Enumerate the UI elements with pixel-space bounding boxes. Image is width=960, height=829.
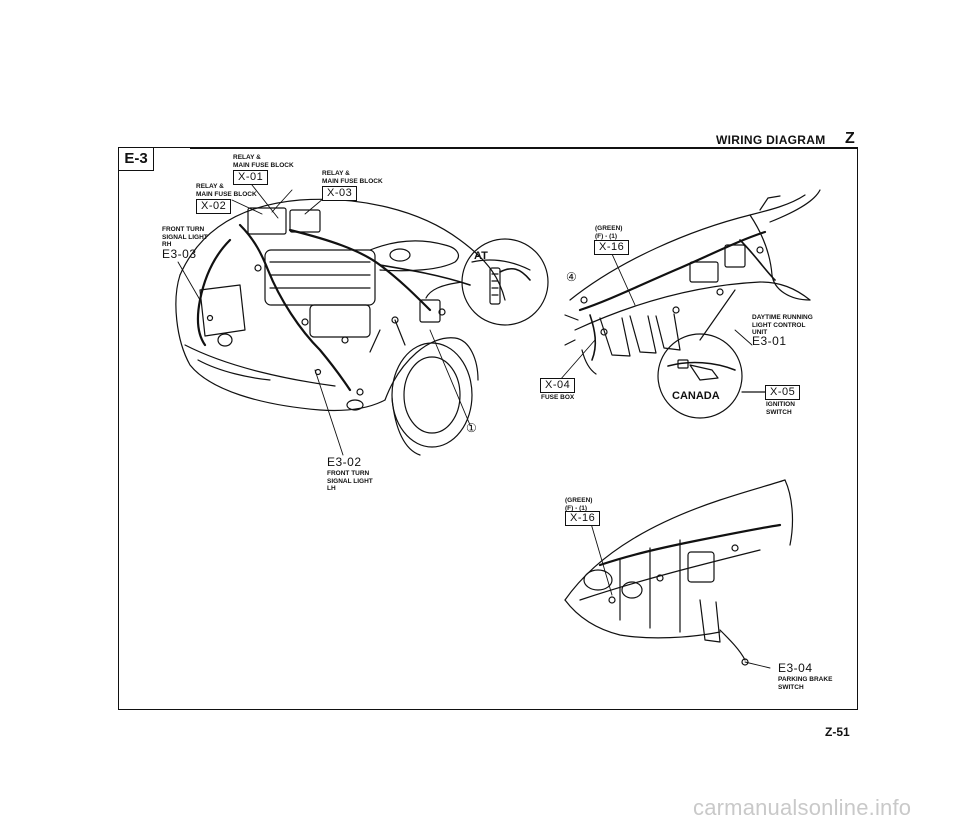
at-inset-label: AT: [474, 250, 488, 262]
engine-leader-lines: [177, 184, 471, 456]
diagram-header-title: WIRING DIAGRAM: [716, 133, 826, 147]
x01-label: RELAY &MAIN FUSE BLOCK: [233, 154, 294, 169]
x16-top-code: X-16: [594, 240, 630, 255]
header-rule: [190, 147, 858, 149]
x03-code: X-03: [322, 186, 358, 201]
x02-label: RELAY &MAIN FUSE BLOCK: [196, 183, 257, 198]
marker-1: ①: [466, 421, 477, 435]
x04-label: FUSE BOX: [541, 394, 575, 401]
page-number: Z-51: [825, 725, 850, 739]
marker-4: ④: [566, 270, 577, 284]
x16-bottom-code: X-16: [565, 511, 601, 526]
engine-bay-drawing: [175, 198, 506, 456]
e301-code: E3-01: [752, 334, 787, 348]
watermark: carmanualsonline.info: [693, 795, 912, 820]
canada-inset-drawing: [657, 289, 766, 419]
x16-bottom-label: (GREEN)(F) - (1): [565, 497, 593, 512]
dash-leader-lines: [559, 253, 753, 381]
canada-inset-label: CANADA: [672, 390, 720, 402]
x02-code: X-02: [196, 199, 232, 214]
diagram-section-letter: Z: [845, 130, 855, 147]
dashboard-drawing: [564, 189, 821, 375]
x03-label: RELAY &MAIN FUSE BLOCK: [322, 170, 383, 185]
x05-code: X-05: [765, 385, 801, 400]
x01-code: X-01: [233, 170, 269, 185]
e303-code: E3-03: [162, 247, 197, 261]
at-inset-drawing: [425, 238, 549, 326]
x04-code: X-04: [540, 378, 576, 393]
e302-code: E3-02: [327, 455, 362, 469]
e304-code: E3-04: [778, 661, 813, 675]
lower-dashboard-drawing: [564, 479, 794, 669]
x16-top-label: (GREEN)(F) - (1): [595, 225, 623, 240]
section-tag: E-3: [118, 147, 154, 171]
